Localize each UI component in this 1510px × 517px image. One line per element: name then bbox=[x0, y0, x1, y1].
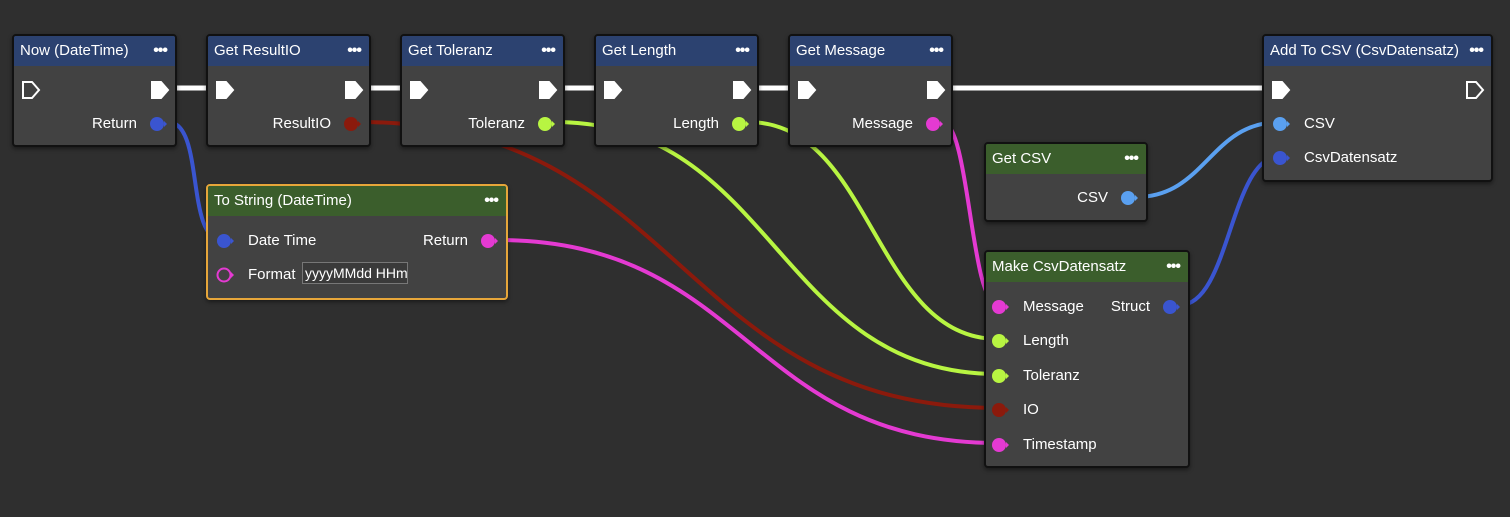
node-get-toleranz[interactable]: Get Toleranz ••• Toleranz bbox=[400, 34, 565, 147]
node-title: Add To CSV (CsvDatensatz) bbox=[1270, 42, 1459, 59]
toleranz-pin-label: Toleranz bbox=[1023, 367, 1080, 384]
csv-output-pin[interactable] bbox=[1120, 189, 1138, 207]
csv-input-pin[interactable] bbox=[1272, 115, 1290, 133]
node-header[interactable]: To String (DateTime) ••• bbox=[208, 186, 506, 216]
format-input[interactable]: yyyyMMdd HHmmss bbox=[302, 262, 408, 284]
timestamp-input-pin[interactable] bbox=[991, 436, 1009, 454]
message-pin-label: Message bbox=[1023, 298, 1084, 315]
exec-in-pin[interactable] bbox=[21, 80, 41, 100]
return-output-pin[interactable] bbox=[149, 115, 167, 133]
node-title: Get CSV bbox=[992, 150, 1052, 167]
struct-output-pin[interactable] bbox=[1162, 298, 1180, 316]
node-menu-button[interactable]: ••• bbox=[484, 192, 499, 209]
format-input-pin[interactable] bbox=[216, 266, 234, 284]
resultio-pin-label: ResultIO bbox=[272, 115, 331, 132]
node-get-length[interactable]: Get Length ••• Length bbox=[594, 34, 759, 147]
node-header[interactable]: Get ResultIO ••• bbox=[208, 36, 369, 66]
node-header[interactable]: Add To CSV (CsvDatensatz) ••• bbox=[1264, 36, 1491, 66]
message-input-pin[interactable] bbox=[991, 298, 1009, 316]
timestamp-pin-label: Timestamp bbox=[1023, 436, 1097, 453]
return-pin-label: Return bbox=[422, 232, 468, 249]
node-header[interactable]: Get Length ••• bbox=[596, 36, 757, 66]
length-pin-label: Length bbox=[1023, 332, 1069, 349]
node-title: Make CsvDatensatz bbox=[992, 258, 1127, 275]
node-title: Now (DateTime) bbox=[20, 42, 129, 59]
node-title: Get ResultIO bbox=[214, 42, 301, 59]
message-pin-label: Message bbox=[852, 115, 913, 132]
node-get-message[interactable]: Get Message ••• Message bbox=[788, 34, 953, 147]
node-header[interactable]: Now (DateTime) ••• bbox=[14, 36, 175, 66]
exec-in-pin[interactable] bbox=[409, 80, 429, 100]
wire-tostring-return-to-timestamp bbox=[495, 238, 1000, 445]
format-pin-label: Format bbox=[248, 266, 296, 283]
return-output-pin[interactable] bbox=[480, 232, 498, 250]
exec-out-pin[interactable] bbox=[344, 80, 364, 100]
length-input-pin[interactable] bbox=[991, 332, 1009, 350]
datetime-pin-label: Date Time bbox=[248, 232, 317, 249]
wire-toleranz-to-toleranz bbox=[552, 120, 1000, 376]
node-menu-button[interactable]: ••• bbox=[1166, 258, 1181, 275]
exec-out-pin[interactable] bbox=[150, 80, 170, 100]
node-header[interactable]: Get CSV ••• bbox=[986, 144, 1146, 174]
node-menu-button[interactable]: ••• bbox=[153, 42, 168, 59]
csv-pin-label: CSV bbox=[1077, 189, 1108, 206]
exec-in-pin[interactable] bbox=[797, 80, 817, 100]
node-menu-button[interactable]: ••• bbox=[1124, 150, 1139, 167]
node-add-to-csv[interactable]: Add To CSV (CsvDatensatz) ••• CSV CsvDat… bbox=[1262, 34, 1493, 182]
exec-out-pin[interactable] bbox=[732, 80, 752, 100]
node-get-resultio[interactable]: Get ResultIO ••• ResultIO bbox=[206, 34, 371, 147]
node-menu-button[interactable]: ••• bbox=[1469, 42, 1484, 59]
toleranz-output-pin[interactable] bbox=[537, 115, 555, 133]
node-menu-button[interactable]: ••• bbox=[541, 42, 556, 59]
exec-in-pin[interactable] bbox=[603, 80, 623, 100]
length-pin-label: Length bbox=[673, 115, 719, 132]
datetime-input-pin[interactable] bbox=[216, 232, 234, 250]
length-output-pin[interactable] bbox=[731, 115, 749, 133]
node-title: Get Message bbox=[796, 42, 886, 59]
node-make-csvdatensatz[interactable]: Make CsvDatensatz ••• Message Struct Len… bbox=[984, 250, 1190, 468]
node-menu-button[interactable]: ••• bbox=[735, 42, 750, 59]
return-pin-label: Return bbox=[91, 115, 137, 132]
toleranz-pin-label: Toleranz bbox=[468, 115, 525, 132]
io-pin-label: IO bbox=[1023, 401, 1039, 418]
struct-pin-label: Struct bbox=[1110, 298, 1150, 315]
exec-out-pin[interactable] bbox=[1465, 80, 1485, 100]
toleranz-input-pin[interactable] bbox=[991, 367, 1009, 385]
node-title: To String (DateTime) bbox=[214, 192, 352, 209]
node-menu-button[interactable]: ••• bbox=[347, 42, 362, 59]
exec-in-pin[interactable] bbox=[215, 80, 235, 100]
node-get-csv[interactable]: Get CSV ••• CSV bbox=[984, 142, 1148, 222]
exec-out-pin[interactable] bbox=[926, 80, 946, 100]
message-output-pin[interactable] bbox=[925, 115, 943, 133]
node-title: Get Toleranz bbox=[408, 42, 493, 59]
csvdatensatz-pin-label: CsvDatensatz bbox=[1304, 149, 1398, 166]
node-to-string-datetime[interactable]: To String (DateTime) ••• Date Time Retur… bbox=[206, 184, 508, 300]
exec-in-pin[interactable] bbox=[1271, 80, 1291, 100]
wire-csv-to-csv bbox=[1134, 120, 1282, 199]
exec-out-pin[interactable] bbox=[538, 80, 558, 100]
node-now-datetime[interactable]: Now (DateTime) ••• Return bbox=[12, 34, 177, 147]
csvdatensatz-input-pin[interactable] bbox=[1272, 149, 1290, 167]
node-header[interactable]: Get Message ••• bbox=[790, 36, 951, 66]
csv-pin-label: CSV bbox=[1304, 115, 1335, 132]
resultio-output-pin[interactable] bbox=[343, 115, 361, 133]
io-input-pin[interactable] bbox=[991, 401, 1009, 419]
node-header[interactable]: Make CsvDatensatz ••• bbox=[986, 252, 1188, 282]
node-menu-button[interactable]: ••• bbox=[929, 42, 944, 59]
node-title: Get Length bbox=[602, 42, 677, 59]
node-header[interactable]: Get Toleranz ••• bbox=[402, 36, 563, 66]
